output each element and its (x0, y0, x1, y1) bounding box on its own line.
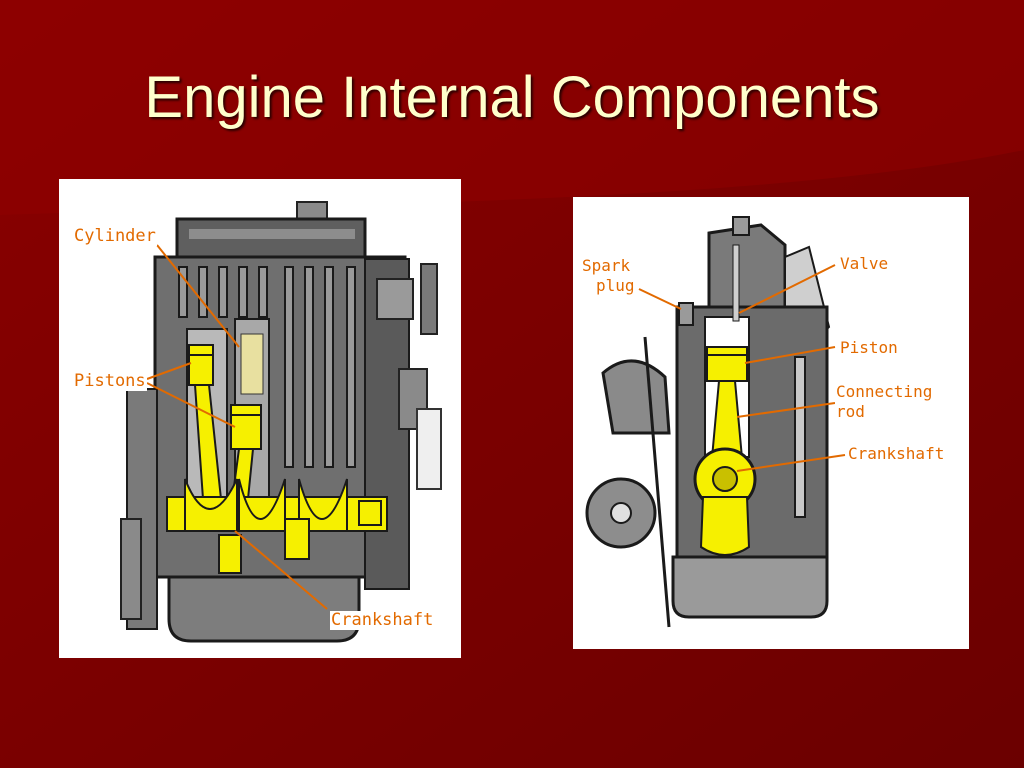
connecting-rod-leader-line (736, 402, 836, 418)
single-cylinder-cutaway-illustration (585, 216, 846, 628)
spark-plug-leader-line (638, 288, 682, 310)
label-crankshaft-right: Crankshaft (847, 444, 946, 463)
label-spark-plug-line2: plug (595, 276, 636, 295)
label-cylinder: Cylinder (73, 226, 157, 246)
label-piston: Piston (839, 338, 899, 357)
crankshaft-leader-line (234, 530, 328, 610)
inline-engine-diagram: Cylinder Pistons Crankshaft (59, 179, 461, 658)
pistons-leader-line-upper (146, 362, 192, 380)
piston-leader-line (744, 346, 836, 364)
inline-engine-cutaway-illustration (120, 201, 442, 643)
pistons-leader-line-lower (146, 382, 236, 428)
valve-leader-line (738, 264, 836, 314)
crankshaft-leader-line (736, 454, 846, 472)
label-spark-plug-line1: Spark (581, 256, 632, 275)
single-cylinder-diagram: Spark plug Valve Piston Connecting rod C… (573, 197, 969, 649)
cylinder-leader-line (156, 244, 240, 348)
slide-title: Engine Internal Components (144, 65, 880, 130)
label-pistons: Pistons (73, 371, 147, 391)
label-crankshaft: Crankshaft (330, 610, 435, 630)
label-connecting-rod-line1: Connecting (835, 382, 934, 401)
label-valve: Valve (839, 254, 890, 273)
label-connecting-rod-line2: rod (835, 402, 866, 421)
